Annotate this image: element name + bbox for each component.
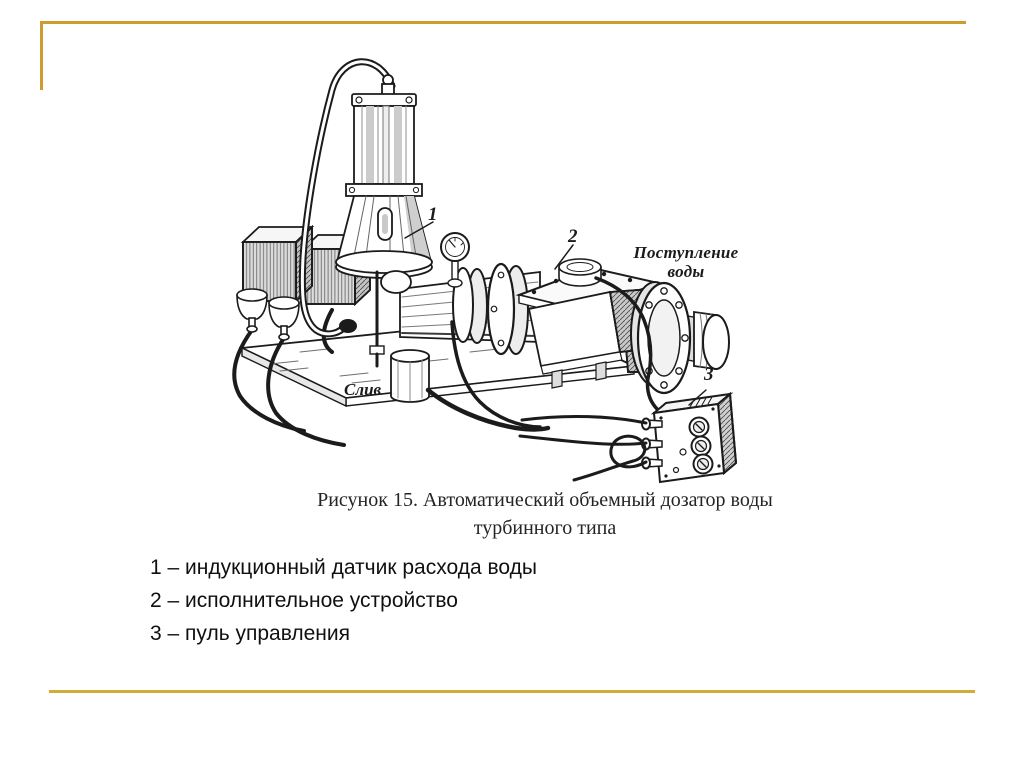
- impulse-tube: [298, 58, 396, 338]
- frame-left-line: [40, 21, 43, 90]
- callout-leaders: [404, 221, 707, 406]
- lower-cables: [425, 320, 551, 432]
- diagram-callout-2: 2: [568, 226, 578, 247]
- induction-flow-sensor: [335, 74, 433, 279]
- bell-connectors: [236, 288, 300, 341]
- turbine-housing: [630, 281, 730, 395]
- legend-item-1: 1 – индукционный датчик расхода воды: [150, 556, 537, 579]
- figure-caption: Рисунок 15. Автоматический объемный доза…: [230, 486, 860, 542]
- panel-knobs: [688, 416, 714, 475]
- figure-caption-line2: турбинного типа: [473, 517, 617, 539]
- water-inlet-label-line2: воды: [667, 262, 705, 281]
- legend-item-3: 3 – пуль управления: [150, 622, 351, 645]
- frame-top-line: [40, 21, 966, 24]
- pipe-assembly: [369, 262, 541, 368]
- legend-item-2: 2 – исполнительное устройство: [150, 589, 458, 612]
- diagram-callout-3: 3: [704, 364, 714, 385]
- figure-caption-line1: Рисунок 15. Автоматический объемный доза…: [317, 489, 773, 511]
- bottom-divider-line: [49, 690, 975, 693]
- water-inlet-label-line1: Поступление: [633, 243, 739, 262]
- control-panel: [641, 392, 738, 484]
- actuator-cable: [594, 276, 660, 412]
- control-wires: [518, 414, 648, 482]
- pressure-gauge: [440, 232, 470, 288]
- diagram-callout-1: 1: [428, 204, 438, 225]
- drain-pipe: [390, 349, 430, 403]
- figure-legend: 1 – индукционный датчик расхода воды 2 –…: [150, 551, 537, 650]
- panel-terminals: [641, 417, 663, 470]
- water-inlet-label: Поступление воды: [624, 243, 748, 281]
- drain-label: Слив: [344, 380, 382, 399]
